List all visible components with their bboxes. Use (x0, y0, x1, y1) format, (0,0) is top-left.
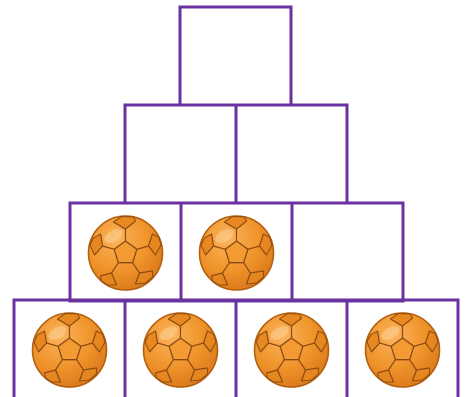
row-3-cell-3 (292, 203, 403, 301)
orange-ball-icon (200, 216, 274, 290)
row-1-cell-1 (180, 7, 291, 105)
orange-ball-icon (33, 313, 107, 387)
orange-ball-icon (255, 313, 329, 387)
orange-ball-icon (89, 216, 163, 290)
row-2-cell-2 (236, 105, 347, 203)
orange-ball-icon (366, 313, 440, 387)
row-2-cell-1 (125, 105, 236, 203)
orange-ball-icon (144, 313, 218, 387)
